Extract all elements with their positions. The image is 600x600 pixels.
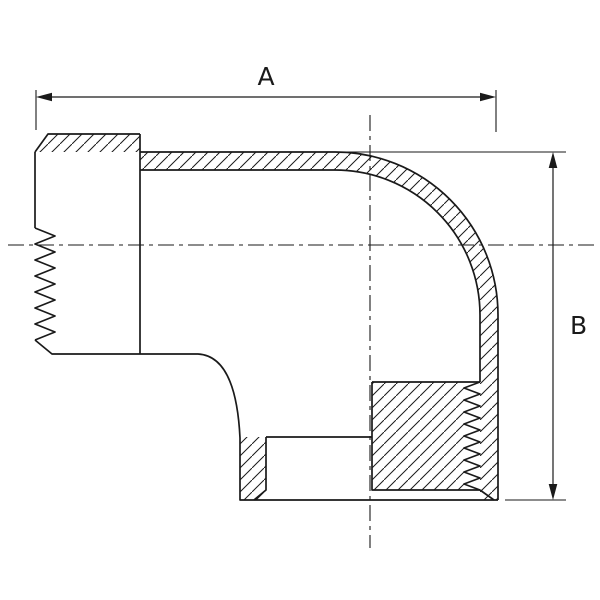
male-end-bottom-edge bbox=[34, 339, 140, 355]
inner-contour bbox=[140, 169, 481, 382]
dim-a-arrow-left-icon bbox=[36, 92, 52, 102]
section-hatching bbox=[35, 134, 498, 500]
hatch-bend-wall bbox=[335, 152, 498, 315]
hatch-right-wall bbox=[480, 315, 498, 500]
outer-contour bbox=[140, 151, 499, 500]
body-fillet-and-bottom-face bbox=[140, 353, 498, 501]
female-thread-profile bbox=[463, 381, 481, 491]
hatch-female-thread-block bbox=[372, 382, 464, 490]
dim-a-label: A bbox=[257, 62, 274, 91]
right-port-mouth-chamfer bbox=[479, 489, 495, 501]
hatch-top-wall bbox=[140, 152, 335, 170]
elbow-outline bbox=[34, 133, 499, 501]
dim-b-arrow-top-icon bbox=[548, 152, 558, 168]
dim-a-arrow-right-icon bbox=[480, 92, 496, 102]
centerlines bbox=[8, 115, 595, 548]
dimension-b: B bbox=[345, 151, 587, 501]
male-thread-profile bbox=[34, 227, 56, 341]
left-port-inner-wall bbox=[253, 437, 267, 501]
hatch-male-top-strip bbox=[35, 134, 140, 152]
dim-b-label: B bbox=[570, 311, 587, 340]
hatch-left-port-wall bbox=[240, 437, 266, 500]
dim-b-arrow-bottom-icon bbox=[548, 484, 558, 500]
female-thread-block-edge bbox=[371, 382, 480, 491]
dimension-a: A bbox=[35, 62, 497, 132]
male-end-top-edge bbox=[34, 133, 140, 153]
